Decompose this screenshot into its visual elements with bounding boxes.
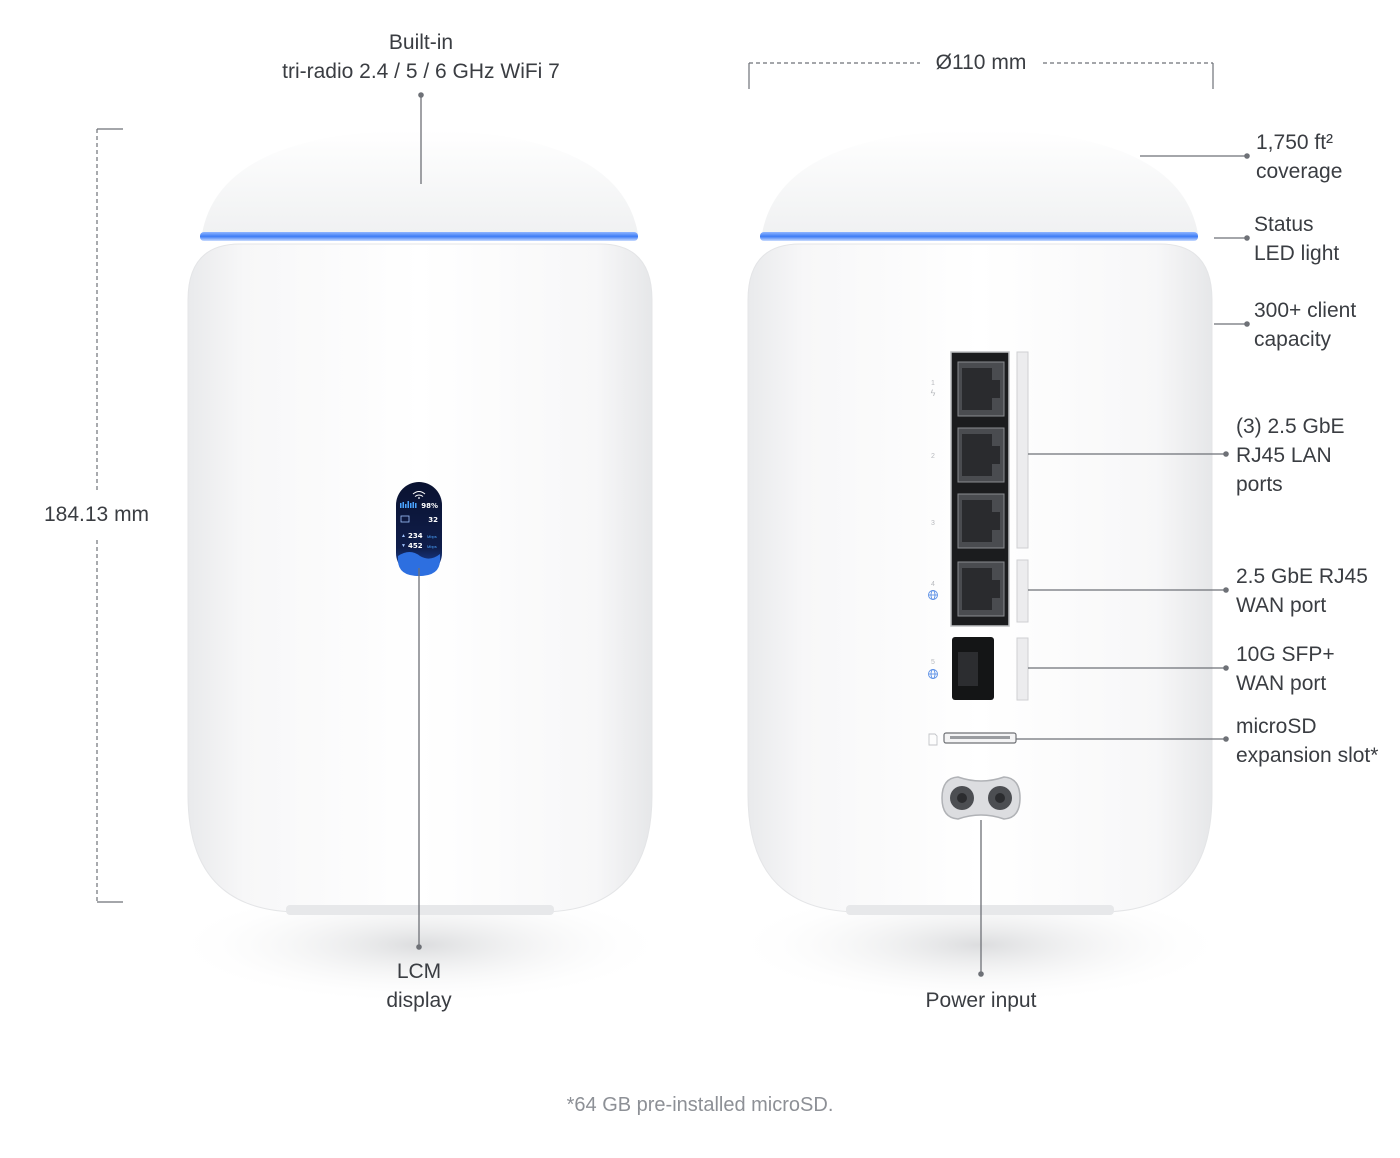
sfp-port: [952, 637, 994, 700]
front-device-cap: [202, 130, 638, 234]
front-device-body: [187, 243, 653, 913]
diameter-label: Ø110 mm: [920, 48, 1042, 77]
height-dimension: [96, 128, 123, 903]
lcm-up-value: 452: [408, 542, 423, 550]
wan-indicator-strip: [1016, 559, 1029, 623]
lcm-wifi-icon: [412, 491, 426, 497]
status-led-label: Status LED light: [1254, 210, 1339, 268]
lcm-label-line-2: display: [386, 989, 452, 1012]
lcm-down-value: 234: [408, 532, 423, 540]
callout-leaders: [416, 92, 1250, 977]
microsd-label: microSD expansion slot*: [1236, 712, 1378, 770]
port-number-5: 5: [931, 659, 935, 666]
diameter-value: Ø110 mm: [935, 51, 1027, 74]
rj45-port-block: [950, 351, 1010, 627]
sfp-label-line-1: 10G SFP+: [1236, 643, 1335, 666]
wan-rj45-label-line-1: 2.5 GbE RJ45: [1236, 565, 1368, 588]
lan-ports-label-line-2: RJ45 LAN: [1236, 444, 1332, 467]
front-status-led: [200, 232, 638, 241]
port-number-4: 4: [931, 581, 935, 588]
height-label: 184.13 mm: [44, 500, 149, 529]
lcm-clients-icon: [400, 515, 410, 523]
lan-indicator-strip: [1016, 351, 1029, 549]
coverage-label-line-1: 1,750 ft²: [1256, 131, 1334, 154]
sfp-label-line-2: WAN port: [1236, 672, 1327, 695]
footnote: *64 GB pre-installed microSD.: [566, 1094, 834, 1116]
sfp-label: 10G SFP+ WAN port: [1236, 640, 1335, 698]
rj45-port-4-wan: [957, 561, 1005, 617]
lan-ports-label-line-3: ports: [1236, 473, 1283, 496]
clients-label-line-1: 300+ client: [1254, 299, 1357, 322]
wan-rj45-label: 2.5 GbE RJ45 WAN port: [1236, 562, 1368, 620]
front-base-foot: [286, 905, 554, 915]
status-led-label-line-1: Status: [1254, 213, 1314, 236]
wan-globe-icon: [928, 590, 938, 600]
lcm-screen: 98% 32 ▲ 234 Mbps ▼ 452 Mbps: [396, 482, 442, 576]
power-input-socket: [941, 776, 1021, 820]
sfp-indicator-strip: [1016, 637, 1029, 701]
wifi-label-line-1: Built-in: [388, 31, 454, 54]
port-number-2: 2: [931, 453, 935, 460]
diameter-dimension: [748, 62, 1214, 89]
wifi-label-line-2: tri-radio 2.4 / 5 / 6 GHz WiFi 7: [282, 60, 560, 83]
clients-label: 300+ client capacity: [1254, 296, 1356, 354]
lcm-down-arrow-icon: ▲: [401, 533, 406, 539]
rj45-port-1: [957, 361, 1005, 417]
poe-bolt-icon: ϟ: [931, 388, 936, 398]
back-status-led: [760, 232, 1198, 241]
sfp-globe-icon: [928, 669, 938, 679]
back-base-foot: [846, 905, 1114, 915]
back-device: 1 ϟ 2 3 4 5: [730, 130, 1230, 1005]
lcm-bars: [400, 501, 417, 508]
lcm-up-unit: Mbps: [427, 544, 437, 549]
sd-card-icon: [928, 733, 938, 746]
coverage-label: 1,750 ft² coverage: [1256, 128, 1342, 186]
height-value: 184.13 mm: [44, 503, 150, 526]
lcm-label: LCM display: [339, 957, 499, 1015]
status-led-label-line-2: LED light: [1254, 242, 1340, 265]
rj45-port-2: [957, 427, 1005, 483]
back-device-cap: [762, 130, 1198, 234]
clients-label-line-2: capacity: [1254, 328, 1332, 351]
lcm-down-unit: Mbps: [427, 534, 437, 539]
power-input-value: Power input: [925, 989, 1037, 1012]
wifi-label: Built-in tri-radio 2.4 / 5 / 6 GHz WiFi …: [221, 28, 621, 86]
port-number-3: 3: [931, 520, 935, 527]
lcm-up-arrow-icon: ▼: [401, 543, 406, 549]
coverage-label-line-2: coverage: [1256, 160, 1343, 183]
front-device: 98% 32 ▲ 234 Mbps ▼ 452 Mbps: [170, 130, 670, 1005]
lcm-label-line-1: LCM: [396, 960, 442, 983]
wan-rj45-label-line-2: WAN port: [1236, 594, 1327, 617]
microsd-label-line-2: expansion slot*: [1236, 744, 1379, 767]
power-input-label: Power input: [881, 986, 1081, 1015]
lcm-signal-value: 98%: [421, 502, 438, 510]
microsd-label-line-1: microSD: [1236, 715, 1317, 738]
port-number-1: 1: [931, 380, 935, 387]
lcm-clients-value: 32: [428, 516, 438, 524]
rj45-port-3: [957, 493, 1005, 549]
lan-ports-label-line-1: (3) 2.5 GbE: [1236, 415, 1345, 438]
lan-ports-label: (3) 2.5 GbE RJ45 LAN ports: [1236, 412, 1345, 499]
